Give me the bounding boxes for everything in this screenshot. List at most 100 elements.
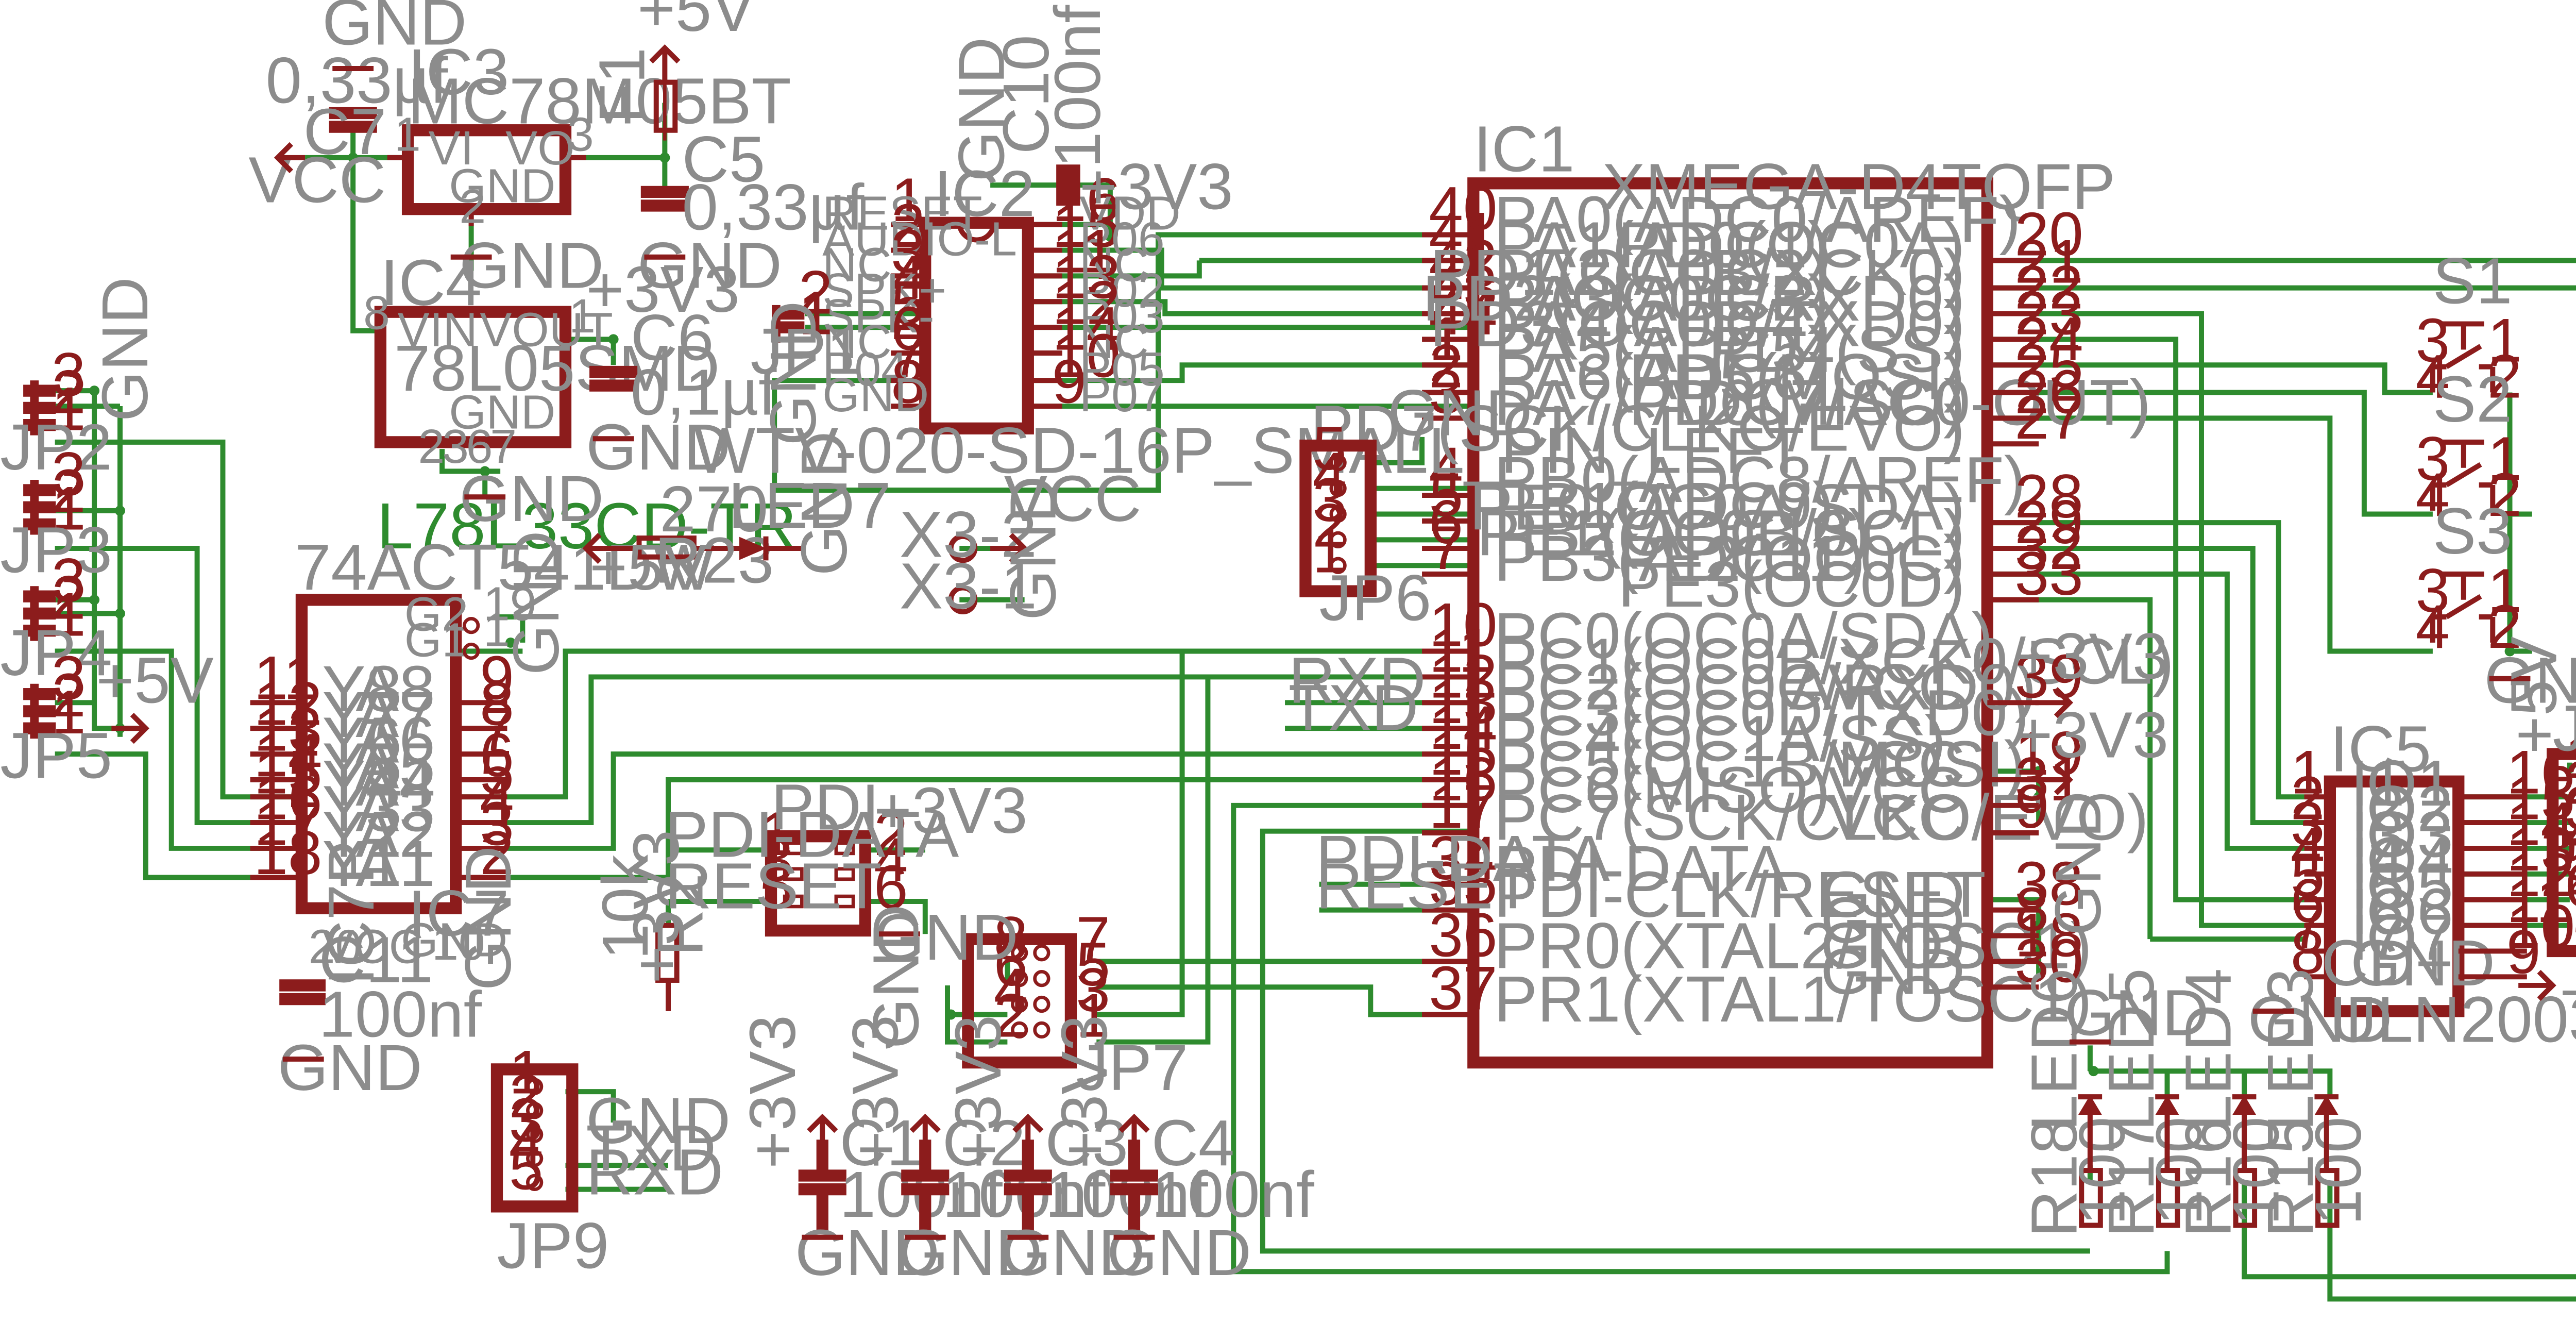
switch-pin: 4 <box>2416 461 2450 529</box>
pad-x3-1[interactable]: X3-1 <box>900 549 1037 622</box>
ic5-pin-label: I7 <box>2350 901 2404 974</box>
ic7-pin-label: A6 <box>355 704 435 777</box>
resistor-r2[interactable]: 10k R2 <box>589 855 717 1011</box>
net-vcc: VCC <box>1004 462 1142 535</box>
resistor-r16[interactable]: R16 100 <box>2172 1117 2293 1237</box>
resistor-r15[interactable]: R15 100 <box>2254 1117 2375 1237</box>
resistor-r17[interactable]: R17 100 <box>2095 1117 2215 1237</box>
capacitor-c3[interactable]: C3 100nf <box>1004 1107 1209 1234</box>
ic4-regulator[interactable]: IC4 78L05SMD L78L33CD-TR VIN VOUT GND 8 … <box>363 246 796 562</box>
connector-pin: 7 <box>1076 905 1110 973</box>
c4-name: C4 <box>1151 1107 1235 1179</box>
ic1-pin-number: 9 <box>2015 773 2049 841</box>
led7-name: LED7 <box>728 469 891 542</box>
ic1-pin-number: 22 <box>2015 254 2083 322</box>
ic7-pin-number: 6 <box>480 721 514 790</box>
fuse-f1[interactable]: F1 <box>585 47 678 141</box>
resistor-r23[interactable]: 270 R23 <box>603 473 774 597</box>
switch-pin: 3 <box>2416 307 2450 375</box>
net-3v3: +3V3 <box>1079 150 1233 223</box>
led-led5[interactable]: LED5 <box>2095 968 2179 1171</box>
ic5-pin-number: 2 <box>2291 764 2325 832</box>
ic1-pin-label: PA5(ADC5) <box>1494 313 1829 386</box>
net-pdi-data: PDI-DATA <box>1316 822 1611 895</box>
ic3-regulator[interactable]: IC3 MC78M05BT VI VO GND 1 3 2 <box>387 36 791 233</box>
ic1-pin-label: PD3(OC0D/TXD0) <box>1430 288 1965 360</box>
c6-value: 0,1µf <box>631 356 777 429</box>
capacitor-c6[interactable]: C6 0,1µf <box>589 301 777 429</box>
ic5-pin-number: 5 <box>2291 841 2325 910</box>
led-led7[interactable]: LED7 <box>728 469 891 561</box>
ic5-pin-label: I3 <box>2350 798 2404 871</box>
net-reset: RESET <box>665 849 882 922</box>
net-txd: TXD <box>586 1112 716 1184</box>
capacitor-c10[interactable]: C10 100nf <box>990 5 1114 206</box>
ic7-pin-label: A5 <box>355 730 435 802</box>
ic7-pin-label: Y3 <box>322 773 402 845</box>
ic1-pin-number: 21 <box>2015 228 2083 296</box>
net-gnd: GND <box>586 1084 731 1157</box>
c3-name: C3 <box>1045 1107 1129 1179</box>
led-led4[interactable]: LED4 <box>2172 968 2257 1171</box>
net-gnd: GND <box>898 1216 1043 1289</box>
capacitor-c5[interactable]: C5 0,33µf <box>640 123 865 244</box>
led-led3[interactable]: LED3 <box>2254 968 2339 1171</box>
ic1-symbol[interactable]: IC1 XMEGA-D4TQFP 40PA0(ADC0/AREF)41PA1(A… <box>1310 113 2174 1069</box>
connector-pin: 1 <box>52 474 86 543</box>
ic1-pin-label: PA3(ADC3) <box>1494 262 1829 334</box>
ic5-pin-number: 4 <box>2291 815 2325 884</box>
ic5-pin-number: 11 <box>2506 867 2570 935</box>
ic5-pin-label: CD+ <box>2321 927 2453 999</box>
supply-arrow-icon <box>1118 1113 1150 1152</box>
connector-pin: 2 <box>52 358 86 426</box>
ic5-driver[interactable]: IC5 ULN2003AD 1I12I23I34I45I56I67I78GND … <box>2291 712 2576 1056</box>
led-led6[interactable]: LED6 <box>2018 968 2103 1171</box>
ic1-pin-number: 30 <box>2015 927 2083 995</box>
ic7-pin-label: Y5 <box>322 730 402 802</box>
ic5-pin-label: O6 <box>2366 875 2453 948</box>
capacitor-c11[interactable]: C11 100nf <box>279 923 482 1051</box>
r2-value: 10k <box>589 855 662 960</box>
connector-pin: 3 <box>52 341 86 409</box>
ic1-pin-number: 6 <box>1429 488 1463 557</box>
net-gnd: GND <box>322 0 467 58</box>
net-3v3: +3V3 <box>942 1015 1014 1169</box>
ic2-symbol[interactable]: IC2 WTV-020-SD-16P_SMALL_PIN_LEFT 1RESET… <box>694 157 1805 487</box>
ic1-pin-label: GND <box>1820 884 1965 957</box>
ic7-pin-vcc: VCC <box>322 920 423 974</box>
connector-name: JP5 <box>0 719 112 792</box>
c5-value: 0,33µf <box>682 171 865 244</box>
connector-name: JP1 <box>751 315 863 388</box>
capacitor-c7[interactable]: 0,33µf C7 <box>266 44 449 169</box>
ic7-pin-number: 11 <box>253 644 317 713</box>
resistor-r18[interactable]: R18 100 <box>2018 1117 2138 1237</box>
ic5-pin-number: 8 <box>2291 918 2325 987</box>
connector-jp8[interactable]: 1234567JP8 <box>2547 692 2576 958</box>
connector-pin: 5 <box>509 1134 544 1203</box>
ic2-pin-label: P04 <box>822 342 908 396</box>
ic7-sub: IC7P <box>315 841 387 985</box>
ic1-pin-number: 16 <box>1429 745 1497 814</box>
ic3-value: MC78M05BT <box>408 64 791 137</box>
ic1-pin-label: PC4(OC1A/SS) <box>1494 702 1946 775</box>
net-gnd: GND <box>795 1216 940 1289</box>
ic4-pin-8: 8 <box>363 286 390 339</box>
capacitor-c1[interactable]: C1 100nf <box>798 1107 1003 1234</box>
connector-pin: 8 <box>994 905 1028 973</box>
capacitor-c4[interactable]: C4 100nf <box>1110 1107 1315 1234</box>
